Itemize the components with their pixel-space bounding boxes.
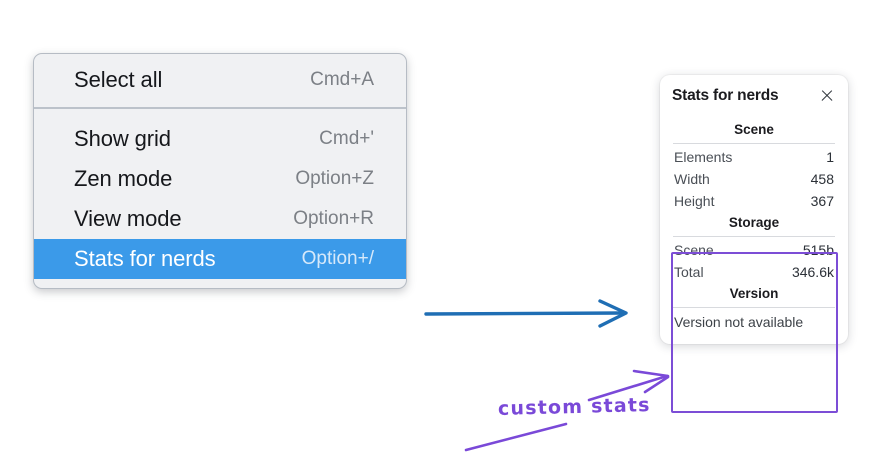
- context-menu-group-upper: Select all Cmd+A: [34, 54, 406, 107]
- section-divider: [673, 307, 835, 308]
- stats-panel-title: Stats for nerds: [672, 87, 779, 104]
- menu-item-label: Zen mode: [74, 166, 173, 191]
- menu-item-shortcut: Option+/: [301, 248, 374, 269]
- menu-item-shortcut: Option+R: [293, 208, 374, 229]
- stats-row-key: Scene: [674, 242, 714, 258]
- stats-row-scene-storage: Scene 515b: [671, 239, 837, 261]
- section-divider: [673, 143, 835, 144]
- handwritten-annotation-custom-stats: custom stats: [497, 394, 651, 420]
- menu-item-zen-mode[interactable]: Zen mode Option+Z: [34, 159, 406, 199]
- stats-row-value: 367: [810, 193, 834, 209]
- stats-row-width: Width 458: [671, 168, 837, 190]
- section-heading-version: Version: [729, 286, 779, 301]
- stats-section-scene: Scene Elements 1 Width 458 Height 367: [671, 119, 837, 212]
- stats-section-version: Version Version not available: [671, 283, 837, 332]
- section-heading-storage: Storage: [728, 215, 780, 230]
- menu-item-view-mode[interactable]: View mode Option+R: [34, 199, 406, 239]
- blue-arrow-menu-to-panel: [424, 299, 628, 328]
- stats-row-key: Width: [674, 171, 710, 187]
- menu-item-shortcut: Cmd+A: [310, 69, 374, 90]
- section-divider: [673, 236, 835, 237]
- stats-row-value: 515b: [802, 242, 834, 258]
- purple-underline-stroke: [464, 422, 568, 452]
- menu-item-select-all[interactable]: Select all Cmd+A: [34, 60, 406, 100]
- stats-row-key: Total: [674, 264, 704, 280]
- menu-item-show-grid[interactable]: Show grid Cmd+': [34, 119, 406, 159]
- stats-row-key: Height: [674, 193, 715, 209]
- menu-item-shortcut: Cmd+': [319, 128, 374, 149]
- stats-row-version-value: Version not available: [674, 314, 804, 330]
- menu-item-label: Show grid: [74, 126, 171, 151]
- stats-row-value: 346.6k: [791, 264, 834, 280]
- stats-for-nerds-panel[interactable]: Stats for nerds Scene Elements 1 Width 4…: [660, 75, 848, 344]
- menu-item-shortcut: Option+Z: [295, 168, 374, 189]
- menu-item-label: View mode: [74, 206, 182, 231]
- stats-row-height: Height 367: [671, 190, 837, 212]
- menu-item-label: Select all: [74, 67, 163, 92]
- stats-row-value: 458: [810, 171, 834, 187]
- close-icon[interactable]: [819, 88, 835, 104]
- stats-section-storage: Storage Scene 515b Total 346.6k: [671, 212, 837, 283]
- section-heading-scene: Scene: [734, 122, 774, 137]
- context-menu[interactable]: Select all Cmd+A Show grid Cmd+' Zen mod…: [33, 53, 407, 289]
- menu-item-stats-for-nerds[interactable]: Stats for nerds Option+/: [34, 239, 406, 279]
- context-menu-group-lower: Show grid Cmd+' Zen mode Option+Z View m…: [34, 107, 406, 288]
- stats-row-key: Elements: [674, 149, 733, 165]
- stats-row-value: 1: [826, 149, 834, 165]
- stats-row-elements: Elements 1: [671, 146, 837, 168]
- stats-panel-header: Stats for nerds: [671, 87, 837, 105]
- stats-row-total-storage: Total 346.6k: [671, 261, 837, 283]
- menu-item-label: Stats for nerds: [74, 246, 216, 271]
